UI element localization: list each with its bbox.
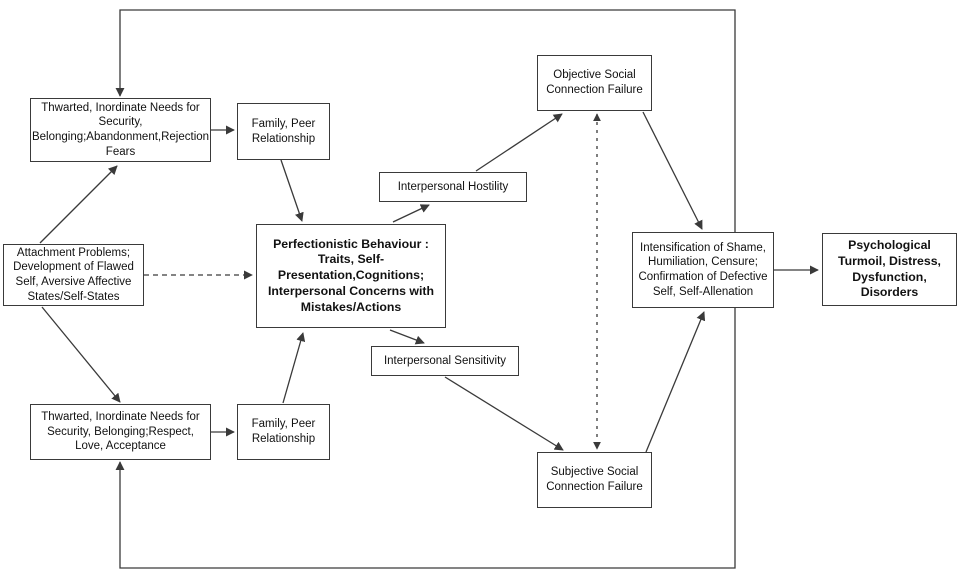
node-psychological-turmoil[interactable]: Psychological Turmoil, Distress, Dysfunc… [822, 233, 957, 306]
node-label: Attachment Problems; Development of Flaw… [13, 246, 134, 303]
edge-family-to-perfectionistic [280, 159, 304, 222]
edge-attachment-to-thwarted-bottom [41, 306, 121, 403]
edge-subjective-to-intensification [645, 311, 706, 453]
node-interpersonal-hostility[interactable]: Interpersonal Hostility [379, 172, 527, 202]
edge-family-bottom-to-perfectionistic [282, 332, 306, 404]
node-label: Interpersonal Sensitivity [383, 354, 507, 367]
node-label: Perfectionistic Behaviour : Traits, Self… [267, 236, 435, 314]
node-thwarted-needs-bottom[interactable]: Thwarted, Inordinate Needs for Security,… [30, 404, 211, 460]
node-label: Thwarted, Inordinate Needs for Security,… [41, 410, 200, 453]
edge-perfectionistic-to-hostility [392, 204, 430, 223]
node-interpersonal-sensitivity[interactable]: Interpersonal Sensitivity [371, 346, 519, 376]
node-thwarted-needs-top[interactable]: Thwarted, Inordinate Needs for Security,… [30, 98, 211, 162]
node-label: Objective Social Connection Failure [546, 69, 643, 96]
edge-objective-to-intensification [642, 111, 703, 230]
node-intensification-of-shame[interactable]: Intensification of Shame, Humiliation, C… [632, 232, 774, 308]
edge-perfectionistic-to-sensitivity [389, 329, 425, 345]
node-perfectionistic-behaviour[interactable]: Perfectionistic Behaviour : Traits, Self… [256, 224, 446, 328]
node-objective-social-connection-failure[interactable]: Objective Social Connection Failure [537, 55, 652, 111]
edge-sensitivity-to-subjective [444, 376, 564, 451]
node-attachment-problems[interactable]: Attachment Problems; Development of Flaw… [3, 244, 144, 306]
node-label: Subjective Social Connection Failure [546, 466, 643, 493]
node-label: Interpersonal Hostility [397, 180, 509, 193]
node-family-peer-relationship-bottom[interactable]: Family, Peer Relationship [237, 404, 330, 460]
edge-feedback-bottom [115, 308, 736, 569]
node-label: Psychological Turmoil, Distress, Dysfunc… [838, 238, 941, 300]
node-family-peer-relationship-top[interactable]: Family, Peer Relationship [237, 103, 330, 160]
node-label: Family, Peer Relationship [251, 117, 316, 145]
node-subjective-social-connection-failure[interactable]: Subjective Social Connection Failure [537, 452, 652, 508]
node-label: Thwarted, Inordinate Needs for Security,… [31, 101, 210, 158]
node-label: Family, Peer Relationship [251, 418, 316, 445]
edge-feedback-top [115, 9, 736, 232]
edge-attachment-to-thwarted-top [39, 165, 118, 244]
edge-hostility-to-objective [475, 113, 563, 172]
node-label: Intensification of Shame, Humiliation, C… [638, 241, 768, 298]
